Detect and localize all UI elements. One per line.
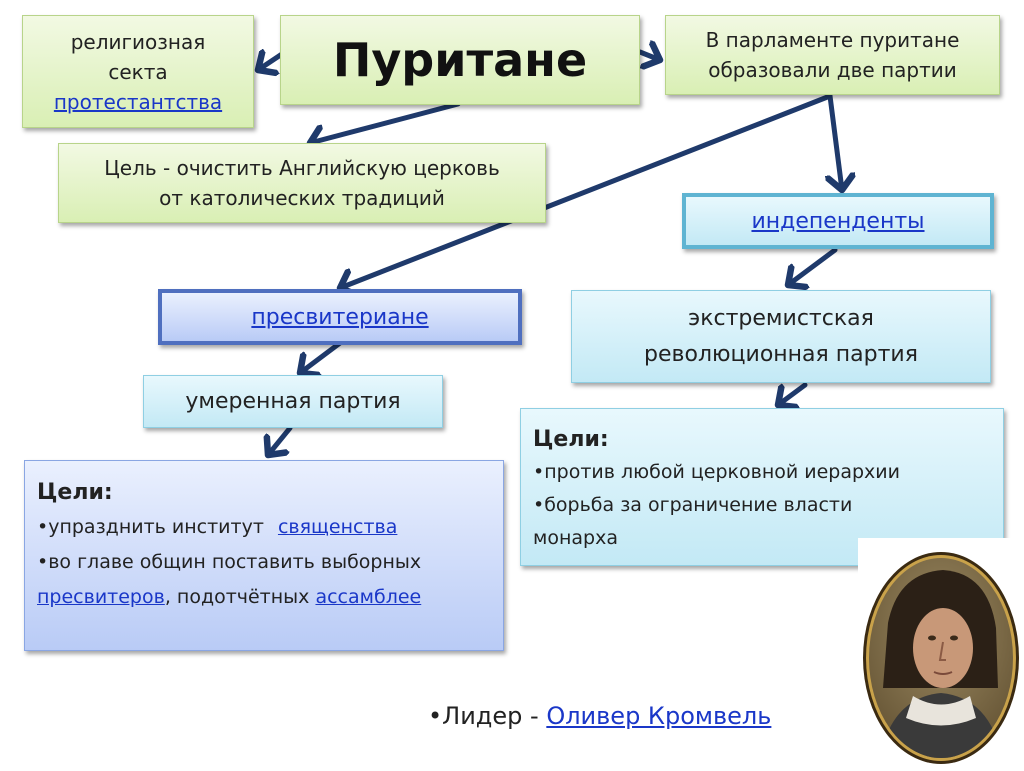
- priesthood-link[interactable]: священства: [277, 516, 398, 538]
- moderate-label: умеренная партия: [185, 389, 401, 414]
- parliament-box: В парламенте пуритане образовали две пар…: [665, 15, 1000, 95]
- arrow-moderate-to-goals: [268, 425, 293, 455]
- independents-goal-2-line1: •борьба за ограничение власти: [533, 494, 853, 516]
- presbyterian-goals-heading: Цели:: [37, 480, 113, 505]
- presbyterian-goals-box: Цели: •упразднить институт священства •в…: [24, 460, 504, 651]
- arrow-parliament-to-presbyterians: [340, 93, 833, 288]
- page-title: Пуритане: [332, 33, 588, 87]
- goal-box: Цель - очистить Английскую церковь от ка…: [58, 143, 546, 223]
- leader-prefix: •Лидер -: [428, 702, 539, 730]
- goal-line1: Цель - очистить Английскую церковь: [104, 156, 500, 180]
- arrow-independents-to-extremist: [788, 247, 838, 285]
- presbyterians-box: пресвитериане: [158, 289, 522, 345]
- arrow-presbyterians-to-moderate: [300, 340, 343, 373]
- cromwell-portrait: [858, 538, 1024, 767]
- moderate-box: умеренная партия: [143, 375, 443, 428]
- independents-goal-2-line2: монарха: [533, 527, 618, 549]
- parliament-line2: образовали две партии: [708, 58, 957, 82]
- title-box: Пуритане: [280, 15, 640, 105]
- independents-link[interactable]: индепенденты: [751, 208, 925, 234]
- independents-goal-1: •против любой церковной иерархии: [533, 461, 900, 483]
- extremist-box: экстремистская революционная партия: [571, 290, 991, 383]
- presbyters-link[interactable]: пресвитеров: [37, 586, 165, 608]
- cromwell-link[interactable]: Оливер Кромвель: [546, 702, 772, 730]
- protestantism-link[interactable]: протестантства: [53, 89, 223, 114]
- extremist-line2: революционная партия: [644, 341, 918, 367]
- arrow-parliament-to-independents: [830, 93, 842, 190]
- presbyterians-link[interactable]: пресвитериане: [251, 304, 429, 330]
- sect-line2: секта: [108, 59, 168, 84]
- presbyterian-goal-1-text: •упразднить институт: [37, 516, 264, 538]
- arrow-title-to-goal: [310, 101, 461, 143]
- leader-line: •Лидер - Оливер Кромвель: [428, 702, 771, 730]
- assembly-link[interactable]: ассамблее: [315, 586, 422, 608]
- accountable-text: , подотчётных: [164, 586, 310, 608]
- sect-box: религиозная секта протестантства: [22, 15, 254, 128]
- presbyterian-goal-2-line1: •во главе общин поставить выборных: [37, 551, 422, 573]
- presbyterian-goal-2-line2: пресвитеров, подотчётных ассамблее: [37, 580, 491, 615]
- independents-goals-heading: Цели:: [533, 427, 609, 452]
- extremist-line1: экстремистская: [688, 305, 874, 331]
- goal-line2: от католических традиций: [159, 186, 445, 210]
- parliament-line1: В парламенте пуритане: [705, 28, 960, 52]
- arrow-title-to-parliament: [637, 52, 660, 60]
- presbyterian-goal-1: •упразднить институт священства: [37, 510, 491, 545]
- portrait-image: [858, 538, 1024, 767]
- independents-box: индепенденты: [682, 193, 994, 249]
- sect-line1: религиозная: [70, 29, 206, 54]
- arrow-extremist-to-goals: [778, 382, 808, 405]
